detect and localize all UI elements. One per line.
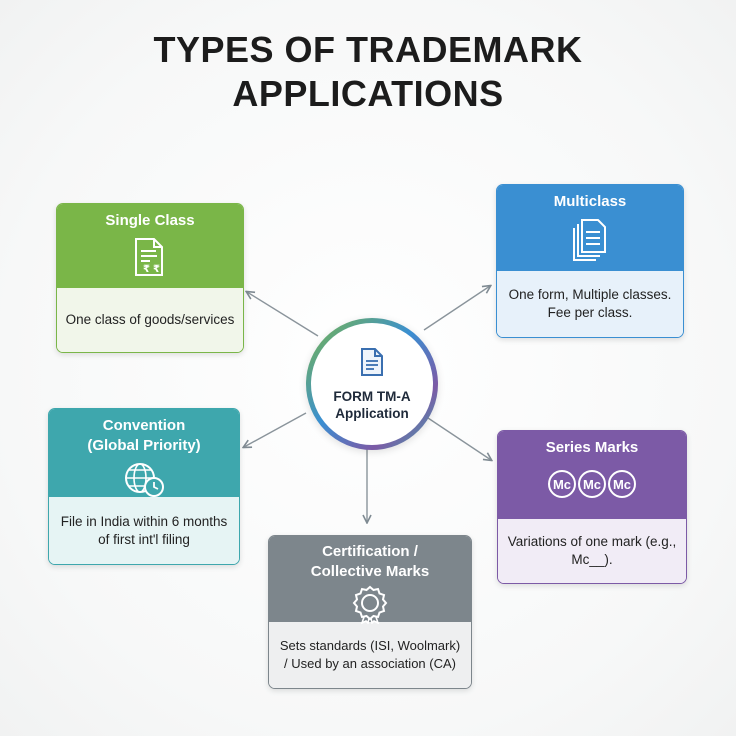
series-mark-3: Mc — [613, 477, 631, 492]
arrow-to-series-marks — [427, 417, 491, 460]
arrow-to-multiclass — [423, 286, 490, 331]
series-marks-title: Series Marks — [545, 439, 639, 456]
convention-card: Convention (Global Priority) File in Ind… — [48, 408, 240, 565]
seal-icon — [350, 584, 390, 630]
certification-card: Certification / Collective Marks Sets st… — [268, 535, 472, 689]
single-class-card: Single Class ₹ ₹ One class of goods/serv… — [56, 203, 244, 353]
certification-header: Certification / Collective Marks — [269, 536, 471, 625]
page-title: TYPES OF TRADEMARK APPLICATIONS — [0, 28, 736, 116]
series-marks-card: Series Marks Mc Mc Mc Variations of one … — [497, 430, 687, 584]
certification-title-line-1: Certification / — [322, 543, 418, 560]
certification-title: Certification / Collective Marks — [311, 536, 429, 582]
certification-description: Sets standards (ISI, Woolmark) / Used by… — [269, 622, 471, 688]
single-class-description: One class of goods/services — [57, 288, 243, 352]
stacked-documents-icon — [570, 218, 610, 268]
linked-marks-icon: Mc Mc Mc — [542, 468, 642, 506]
globe-clock-icon — [122, 460, 166, 504]
convention-title-line-1: Convention — [102, 417, 186, 434]
certification-title-line-2: Collective Marks — [310, 563, 430, 580]
multiclass-title: Multiclass — [553, 193, 627, 210]
document-icon — [359, 347, 385, 382]
document-rupee-icon: ₹ ₹ — [132, 237, 168, 283]
convention-title: Convention (Global Priority) — [87, 409, 200, 456]
svg-text:₹: ₹ — [153, 264, 160, 275]
convention-title-line-2: (Global Priority) — [87, 437, 201, 454]
hub-subtitle: Application — [335, 405, 409, 421]
title-line-1: TYPES OF TRADEMARK — [153, 29, 583, 70]
hub-title: FORM TM-A — [333, 388, 411, 404]
series-mark-2: Mc — [583, 477, 601, 492]
series-marks-header: Series Marks Mc Mc Mc — [498, 431, 686, 519]
arrow-to-single-class — [247, 292, 319, 337]
single-class-header: Single Class ₹ ₹ — [57, 204, 243, 288]
convention-description: File in India within 6 months of first i… — [49, 497, 239, 564]
arrow-to-convention — [244, 412, 307, 447]
title-line-2: APPLICATIONS — [232, 73, 504, 114]
multiclass-description: One form, Multiple classes. Fee per clas… — [497, 271, 683, 337]
multiclass-card: Multiclass One form, Multiple classes. F… — [496, 184, 684, 338]
single-class-title: Single Class — [105, 212, 195, 229]
svg-text:₹: ₹ — [143, 264, 150, 275]
series-marks-description: Variations of one mark (e.g., Mc__). — [498, 519, 686, 583]
convention-header: Convention (Global Priority) — [49, 409, 239, 497]
multiclass-header: Multiclass — [497, 185, 683, 271]
series-mark-1: Mc — [553, 477, 571, 492]
form-tm-a-hub: FORM TM-A Application — [306, 318, 438, 450]
